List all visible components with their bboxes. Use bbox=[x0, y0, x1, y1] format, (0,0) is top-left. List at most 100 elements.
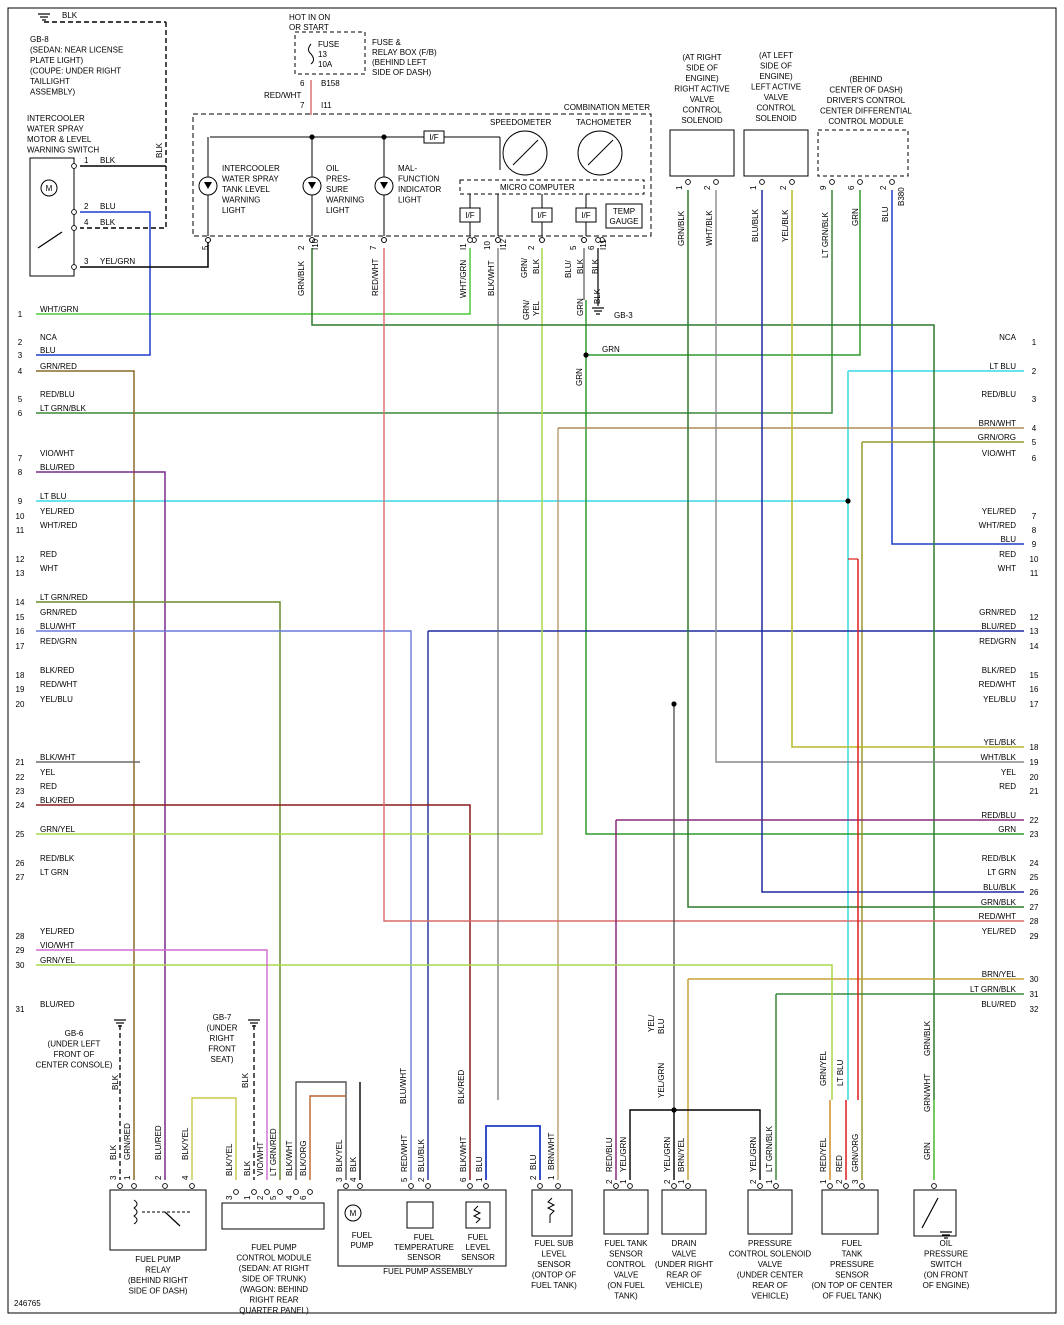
lh-solenoid-label: VALVE bbox=[764, 93, 789, 102]
fpcm-label: FUEL PUMP bbox=[251, 1243, 297, 1252]
terminal bbox=[277, 1189, 283, 1195]
components-layer bbox=[29, 13, 957, 1267]
fuel-sub-label: FUEL SUB bbox=[535, 1239, 574, 1248]
terminal bbox=[859, 1183, 865, 1189]
left-row-number: 23 bbox=[16, 787, 25, 796]
right-row-circuit: GRN bbox=[998, 825, 1016, 834]
if-label: I/F bbox=[537, 211, 546, 220]
wire-label: GRN/BLK bbox=[923, 1020, 932, 1056]
pin-label: 6 bbox=[847, 185, 856, 190]
ops-label: OIL bbox=[940, 1239, 953, 1248]
right-row-number: 15 bbox=[1030, 671, 1039, 680]
pin-label: 9 bbox=[819, 185, 828, 190]
wire-grn-yel bbox=[36, 248, 543, 835]
terminal bbox=[613, 1183, 619, 1189]
left-row-number: 1 bbox=[18, 310, 23, 319]
fpcm-label: (SEDAN: AT RIGHT bbox=[239, 1264, 310, 1273]
terminal bbox=[759, 179, 765, 185]
right-row-number: 22 bbox=[1030, 816, 1039, 825]
left-row-circuit: YEL bbox=[40, 768, 56, 777]
terminal bbox=[293, 1189, 299, 1195]
pin-label: 2 bbox=[779, 185, 788, 190]
right-row-number: 19 bbox=[1030, 758, 1039, 767]
pin-label: 5 bbox=[400, 1177, 409, 1182]
drain-valve-box bbox=[661, 1189, 707, 1235]
wire-label: YEL bbox=[532, 300, 541, 316]
drain-label: REAR OF bbox=[666, 1271, 702, 1280]
oil-light-label: OIL bbox=[326, 164, 339, 173]
pcsv-label: REAR OF bbox=[752, 1281, 788, 1290]
wire-label: YEL/GRN bbox=[619, 1137, 628, 1172]
fuse-box-label: (BEHIND LEFT bbox=[372, 58, 427, 67]
pin-label: 6 bbox=[300, 79, 305, 88]
drain-label: (UNDER RIGHT bbox=[655, 1260, 713, 1269]
lh-solenoid-label: ENGINE) bbox=[759, 72, 793, 81]
wire-label: GRN/RED bbox=[123, 1123, 132, 1160]
wire-label: YEL/ bbox=[647, 1014, 656, 1032]
wire-grn-blk-oil bbox=[311, 248, 935, 1180]
right-row-circuit: BLU/RED bbox=[981, 1000, 1016, 1009]
right-row-circuit: LT BLU bbox=[990, 362, 1017, 371]
left-row-number: 24 bbox=[16, 801, 25, 810]
mal-light-label: MAL- bbox=[398, 164, 417, 173]
left-row-number: 7 bbox=[18, 454, 23, 463]
dccd-box bbox=[817, 129, 909, 177]
wire-blk-red bbox=[36, 804, 471, 1180]
pin-label: 5 bbox=[201, 245, 210, 250]
gb8-label: PLATE LIGHT) bbox=[30, 56, 84, 65]
fpcm-label: QUARTER PANEL) bbox=[239, 1306, 309, 1315]
gb7-label: GB-7 bbox=[213, 1013, 232, 1022]
ic-light-label: LIGHT bbox=[222, 206, 246, 215]
fuse-box bbox=[294, 31, 366, 75]
ops-label: (ON FRONT bbox=[924, 1271, 969, 1280]
pin-label: 4 bbox=[349, 1177, 358, 1182]
right-row-circuit: RED/BLU bbox=[981, 811, 1016, 820]
terminal bbox=[71, 163, 77, 169]
pin-label: 1 bbox=[749, 185, 758, 190]
tachometer-label: TACHOMETER bbox=[576, 118, 632, 127]
dccd-label: (BEHIND bbox=[850, 75, 883, 84]
splice-dot bbox=[583, 352, 589, 358]
wire-label: RED/BLU bbox=[605, 1137, 614, 1172]
terminal bbox=[467, 237, 473, 243]
if-box bbox=[575, 207, 597, 223]
wire-label: YEL/BLK bbox=[781, 209, 790, 242]
wire-blk-org-pump bbox=[309, 1095, 346, 1180]
oil-light-label: PRES- bbox=[326, 175, 351, 184]
terminal bbox=[71, 264, 77, 270]
left-row-number: 26 bbox=[16, 859, 25, 868]
wire-label: GRN bbox=[576, 298, 585, 316]
right-row-circuit: VIO/WHT bbox=[982, 449, 1016, 458]
terminal bbox=[685, 1183, 691, 1189]
wire-label: BLK bbox=[576, 258, 585, 274]
terminal bbox=[685, 179, 691, 185]
diagram-border bbox=[7, 7, 1057, 1314]
right-row-circuit: WHT/BLK bbox=[980, 753, 1016, 762]
hot-label: HOT IN ON bbox=[289, 13, 330, 22]
rh-solenoid-label: CONTROL bbox=[682, 106, 722, 115]
right-row-circuit: WHT/RED bbox=[979, 521, 1017, 530]
ops-label: OF ENGINE) bbox=[923, 1281, 970, 1290]
ftscv-label: VALVE bbox=[614, 1271, 639, 1280]
mal-light-label: FUNCTION bbox=[398, 175, 440, 184]
right-row-number: 9 bbox=[1032, 540, 1037, 549]
wire-label: GRN/BLK bbox=[297, 260, 306, 296]
terminal bbox=[581, 237, 587, 243]
pin-label: 2 bbox=[529, 1175, 538, 1180]
gb8-label: ASSEMBLY) bbox=[30, 88, 76, 97]
fuel-temp-label: FUEL bbox=[414, 1233, 435, 1242]
right-row-number: 4 bbox=[1032, 424, 1037, 433]
wire-label: BLK/RED bbox=[457, 1070, 466, 1104]
right-row-number: 20 bbox=[1030, 773, 1039, 782]
right-row-number: 8 bbox=[1032, 526, 1037, 535]
ftps-label: PRESSURE bbox=[830, 1260, 874, 1269]
fuel-level-label: SENSOR bbox=[461, 1253, 495, 1262]
wire-red-wht-28 bbox=[383, 248, 1024, 922]
rh-solenoid-box bbox=[669, 129, 735, 177]
terminal bbox=[495, 237, 501, 243]
pin-label: 2 bbox=[749, 1179, 758, 1184]
wire-yel-grn-bottom bbox=[629, 1109, 761, 1180]
wire-label: BLU bbox=[475, 1156, 484, 1172]
pin-label: 2 bbox=[84, 202, 89, 211]
